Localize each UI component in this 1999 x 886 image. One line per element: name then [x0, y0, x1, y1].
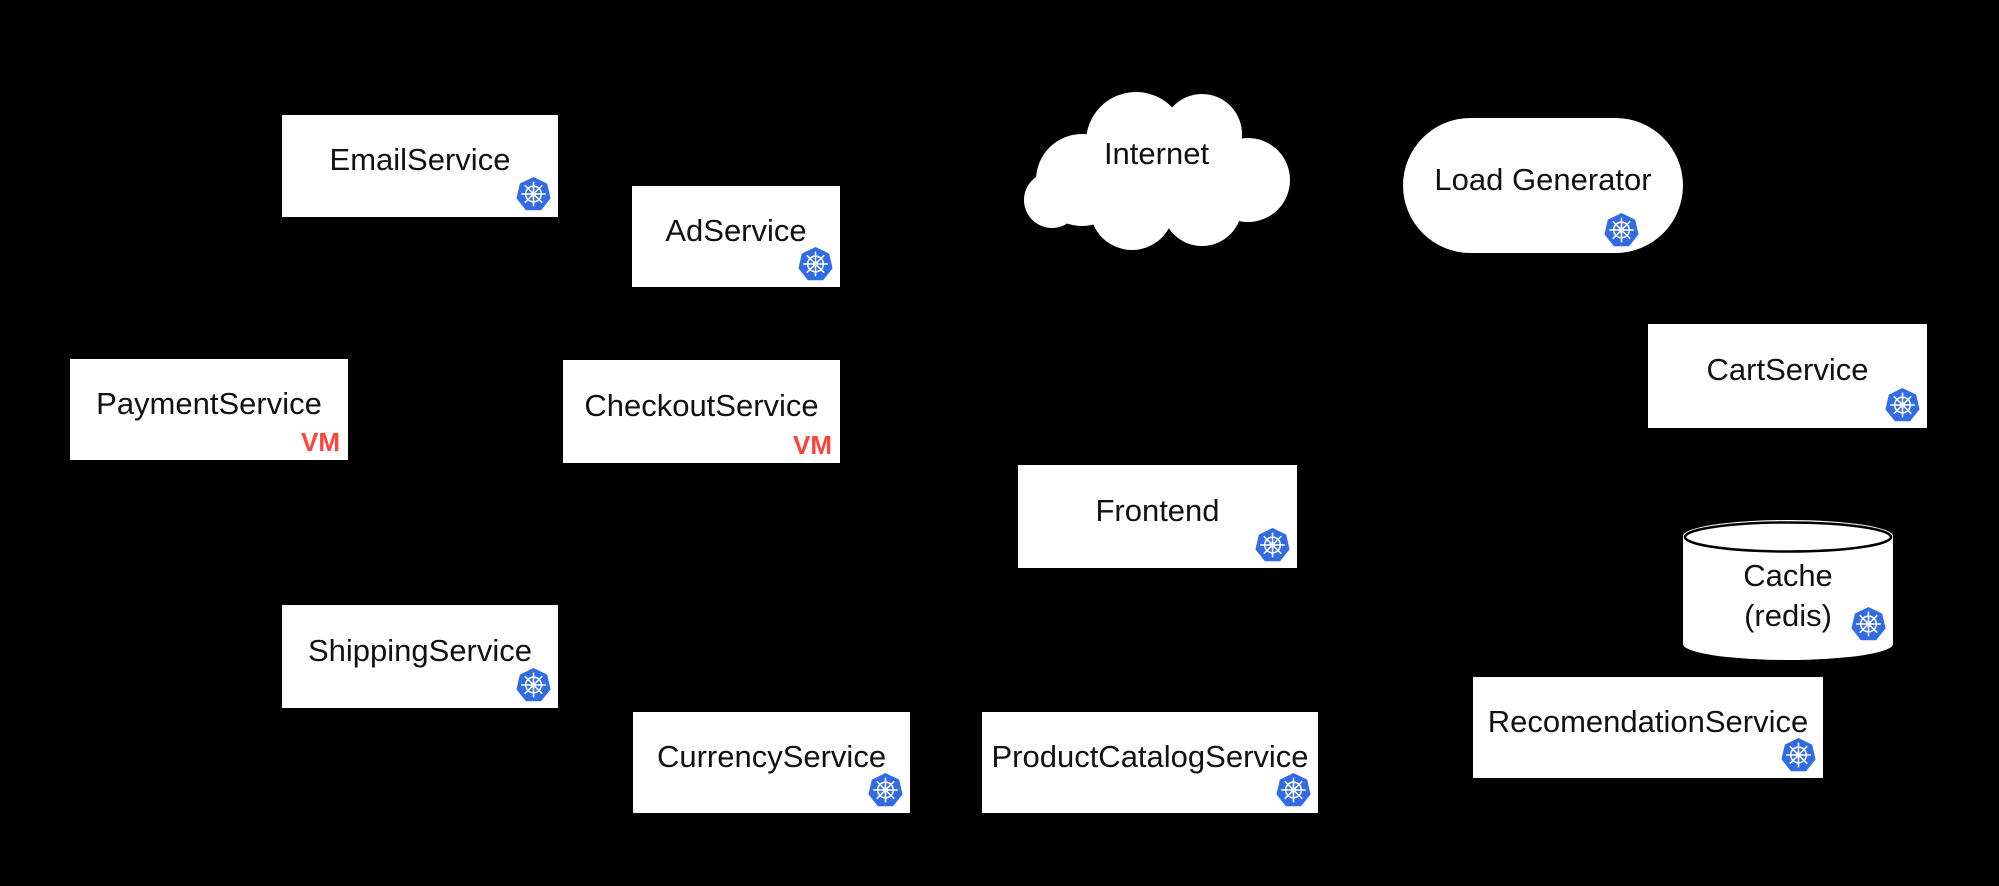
- vm-badge: VM: [793, 430, 832, 460]
- node-payment-service: PaymentService VM: [70, 359, 348, 460]
- node-label: (redis): [1744, 598, 1832, 633]
- kubernetes-icon: [1603, 212, 1640, 249]
- node-recommendation-service: RecomendationService: [1473, 677, 1823, 778]
- vm-badge: VM: [301, 427, 340, 457]
- node-product-catalog-service: ProductCatalogService: [982, 712, 1318, 813]
- kubernetes-icon: [515, 667, 552, 704]
- node-ad-service: AdService: [632, 186, 840, 287]
- kubernetes-icon: [797, 246, 834, 283]
- node-label: Internet: [1103, 136, 1210, 171]
- node-internet: Internet: [1020, 82, 1293, 252]
- kubernetes-icon: [1850, 606, 1887, 643]
- node-label: RecomendationService: [1487, 703, 1809, 739]
- kubernetes-icon: [867, 772, 904, 809]
- node-label: Load Generator: [1434, 161, 1652, 197]
- kubernetes-icon: [1884, 387, 1921, 424]
- node-currency-service: CurrencyService: [633, 712, 910, 813]
- node-cache-redis: Cache (redis): [1683, 520, 1893, 660]
- node-cart-service: CartService: [1648, 324, 1927, 428]
- kubernetes-icon: [515, 176, 552, 213]
- node-load-generator: Load Generator: [1403, 118, 1683, 253]
- node-label: AdService: [665, 212, 807, 248]
- node-frontend: Frontend: [1018, 465, 1297, 568]
- node-label: CurrencyService: [656, 738, 887, 774]
- node-label: Frontend: [1095, 492, 1220, 528]
- cloud-shape: [1024, 92, 1290, 250]
- kubernetes-icon: [1275, 772, 1312, 809]
- cylinder-shape: [1683, 520, 1893, 660]
- node-label: EmailService: [329, 142, 511, 177]
- node-label: ProductCatalogService: [991, 738, 1309, 774]
- node-shipping-service: ShippingService: [282, 605, 558, 708]
- node-email-service: EmailService: [282, 115, 558, 217]
- node-label: ShippingService: [307, 632, 533, 668]
- kubernetes-icon: [1780, 737, 1817, 774]
- node-checkout-service: CheckoutService VM: [563, 360, 840, 463]
- node-label: Cache: [1743, 558, 1833, 593]
- node-label: CheckoutService: [584, 387, 819, 423]
- kubernetes-icon: [1254, 527, 1291, 564]
- node-label: CartService: [1706, 352, 1869, 387]
- node-label: PaymentService: [96, 385, 322, 421]
